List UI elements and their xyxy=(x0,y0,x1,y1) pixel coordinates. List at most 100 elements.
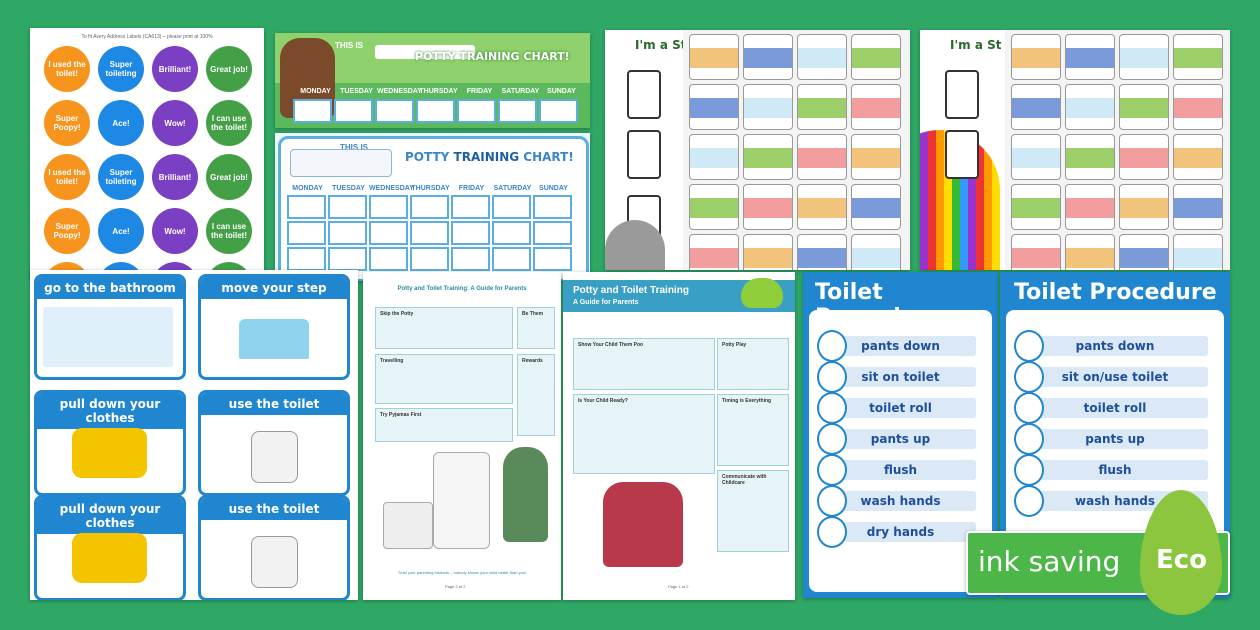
step-icon xyxy=(1014,361,1044,393)
chart-cell xyxy=(287,247,326,271)
chart-cell xyxy=(375,99,414,123)
picture-card xyxy=(1065,84,1115,130)
star-box xyxy=(945,70,979,119)
chart-cell xyxy=(287,221,326,245)
chart-cell xyxy=(498,99,537,123)
sticker-sheet: To fit Avery Address Labels (CA613) – pl… xyxy=(30,28,264,278)
day-label: MONDAY xyxy=(292,185,323,192)
step-icon xyxy=(817,330,847,362)
guide-box: Travelling xyxy=(375,354,513,404)
star-card-1-title: I'm a St xyxy=(635,38,687,52)
picture-card xyxy=(689,234,739,270)
chart-cell xyxy=(369,195,408,219)
picture-card xyxy=(743,184,793,230)
picture-card xyxy=(1119,84,1169,130)
guide-box: Try Pyjamas First xyxy=(375,408,513,442)
picture-card xyxy=(743,234,793,270)
toilet-illustration xyxy=(251,536,298,588)
chart-cell xyxy=(287,195,326,219)
sticker: I used the toilet! xyxy=(44,46,90,92)
picture-card-sheet xyxy=(1005,30,1230,270)
flashcard-label: pull down your clothes xyxy=(37,498,183,534)
picture-card xyxy=(689,84,739,130)
procedure-step: toilet roll xyxy=(825,398,976,418)
chart-cell xyxy=(328,247,367,271)
picture-card xyxy=(689,34,739,80)
picture-card xyxy=(1173,134,1223,180)
flashcard: use the toilet xyxy=(198,495,350,600)
chart-cell xyxy=(416,99,455,123)
guide-box: Rewards xyxy=(517,354,555,436)
guide-box: Be Them xyxy=(517,307,555,349)
step-icon xyxy=(817,454,847,486)
procedure-step: sit on/use toilet xyxy=(1022,367,1208,387)
flashcard-label: go to the bathroom xyxy=(37,277,183,299)
picture-card xyxy=(1065,134,1115,180)
picture-card xyxy=(1119,184,1169,230)
plain-chart-title: POTTY TRAINING CHART! xyxy=(405,150,574,164)
flashcard-label: use the toilet xyxy=(201,393,347,415)
picture-card xyxy=(1011,34,1061,80)
picture-card xyxy=(1065,184,1115,230)
flashcard-label: pull down your clothes xyxy=(37,393,183,429)
chart-cell xyxy=(293,99,332,123)
picture-card xyxy=(1011,234,1061,270)
guide-section-heading: Is Your Child Ready? xyxy=(578,398,628,404)
picture-card xyxy=(851,134,901,180)
day-label: SATURDAY xyxy=(501,88,540,95)
chart-cell xyxy=(451,195,490,219)
sticker: Brilliant! xyxy=(152,46,198,92)
procedure-step: flush xyxy=(825,460,976,480)
guide-section-heading: Communicate with Childcare xyxy=(722,474,767,486)
leaf-icon: Eco xyxy=(1140,490,1222,615)
day-label: THURSDAY xyxy=(411,185,450,192)
chart-cell xyxy=(334,99,373,123)
picture-card xyxy=(797,234,847,270)
sticker-sheet-header: To fit Avery Address Labels (CA613) – pl… xyxy=(81,34,213,40)
guide-footer: Trust your parenting instincts – nobody … xyxy=(397,570,527,575)
guide-subtitle: A Guide for Parents xyxy=(573,299,639,306)
sticker: I can use the toilet! xyxy=(206,208,252,254)
step-icon xyxy=(817,423,847,455)
day-label: THURSDAY xyxy=(419,88,458,95)
chart-cell xyxy=(533,195,572,219)
guide-box: Potty Play xyxy=(717,338,789,390)
picture-card xyxy=(1011,184,1061,230)
chart-cell xyxy=(533,247,572,271)
sticker: Great job! xyxy=(206,154,252,200)
child-illustration xyxy=(503,447,548,542)
picture-card xyxy=(851,234,901,270)
day-label: TUESDAY xyxy=(332,185,365,192)
step-icon xyxy=(1014,392,1044,424)
step-icon xyxy=(1014,423,1044,455)
chart-cell xyxy=(369,221,408,245)
plain-name-scroll xyxy=(290,149,392,177)
chart-cell xyxy=(492,221,531,245)
day-label: SATURDAY xyxy=(493,185,532,192)
guide-page-number: Page 1 of 2 xyxy=(668,584,689,589)
chart-cell xyxy=(328,195,367,219)
picture-card xyxy=(743,34,793,80)
chart-cell xyxy=(451,247,490,271)
chart-cell xyxy=(451,221,490,245)
sticker: Ace! xyxy=(98,208,144,254)
eco-label: ink saving xyxy=(978,545,1121,578)
title-training: TRAINING xyxy=(453,150,520,164)
rock-illustration xyxy=(605,220,665,270)
sticker: Wow! xyxy=(152,208,198,254)
sticker: Brilliant! xyxy=(152,154,198,200)
day-label: SUNDAY xyxy=(547,88,576,95)
guide-page-number: Page 2 of 2 xyxy=(445,584,466,589)
step-icon xyxy=(817,516,847,548)
chart-cell xyxy=(457,99,496,123)
guide-box: Is Your Child Ready? xyxy=(573,394,715,474)
picture-card xyxy=(743,84,793,130)
picture-card xyxy=(851,34,901,80)
chart-cell xyxy=(539,99,578,123)
guide-section-heading: Skip the Potty xyxy=(380,311,414,317)
sticker: Super toileting xyxy=(98,154,144,200)
towels-illustration xyxy=(383,502,433,549)
guide-box: Timing is Everything xyxy=(717,394,789,466)
